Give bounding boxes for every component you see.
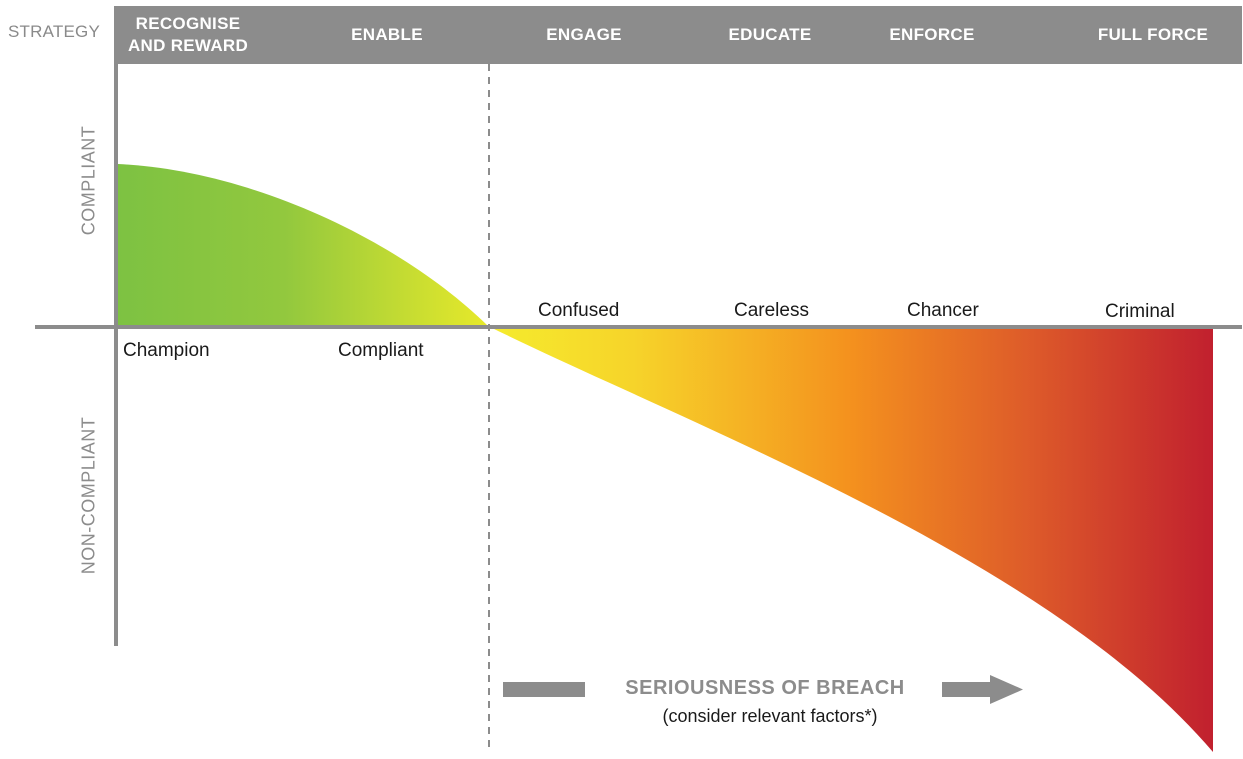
seriousness-of-breach-subtitle: (consider relevant factors*) xyxy=(662,706,878,726)
header-recognise-and-reward: RECOGNISE AND REWARD xyxy=(127,14,249,55)
header-full-force: FULL FORCE xyxy=(1097,25,1209,44)
arrow-right-icon xyxy=(942,675,1023,704)
header-enable: ENABLE xyxy=(351,25,423,44)
seriousness-of-breach-title: SERIOUSNESS OF BREACH xyxy=(625,677,905,699)
strategy-header-bar xyxy=(114,6,1242,64)
header-educate: EDUCATE xyxy=(728,25,812,44)
non-compliant-axis-label: NON-COMPLIANT xyxy=(78,416,99,575)
label-champion: Champion xyxy=(123,340,210,361)
label-careless: Careless xyxy=(734,300,809,321)
compliant-area xyxy=(118,164,488,326)
strategy-label: STRATEGY xyxy=(8,22,100,41)
header-engage: ENGAGE xyxy=(546,25,622,44)
non-compliant-area xyxy=(488,326,1213,752)
breach-bar-left xyxy=(503,682,585,697)
label-criminal: Criminal xyxy=(1105,301,1175,322)
header-enforce: ENFORCE xyxy=(889,25,975,44)
compliant-axis-label: COMPLIANT xyxy=(78,125,99,236)
label-compliant: Compliant xyxy=(338,340,424,361)
label-chancer: Chancer xyxy=(907,300,979,321)
label-confused: Confused xyxy=(538,300,620,321)
